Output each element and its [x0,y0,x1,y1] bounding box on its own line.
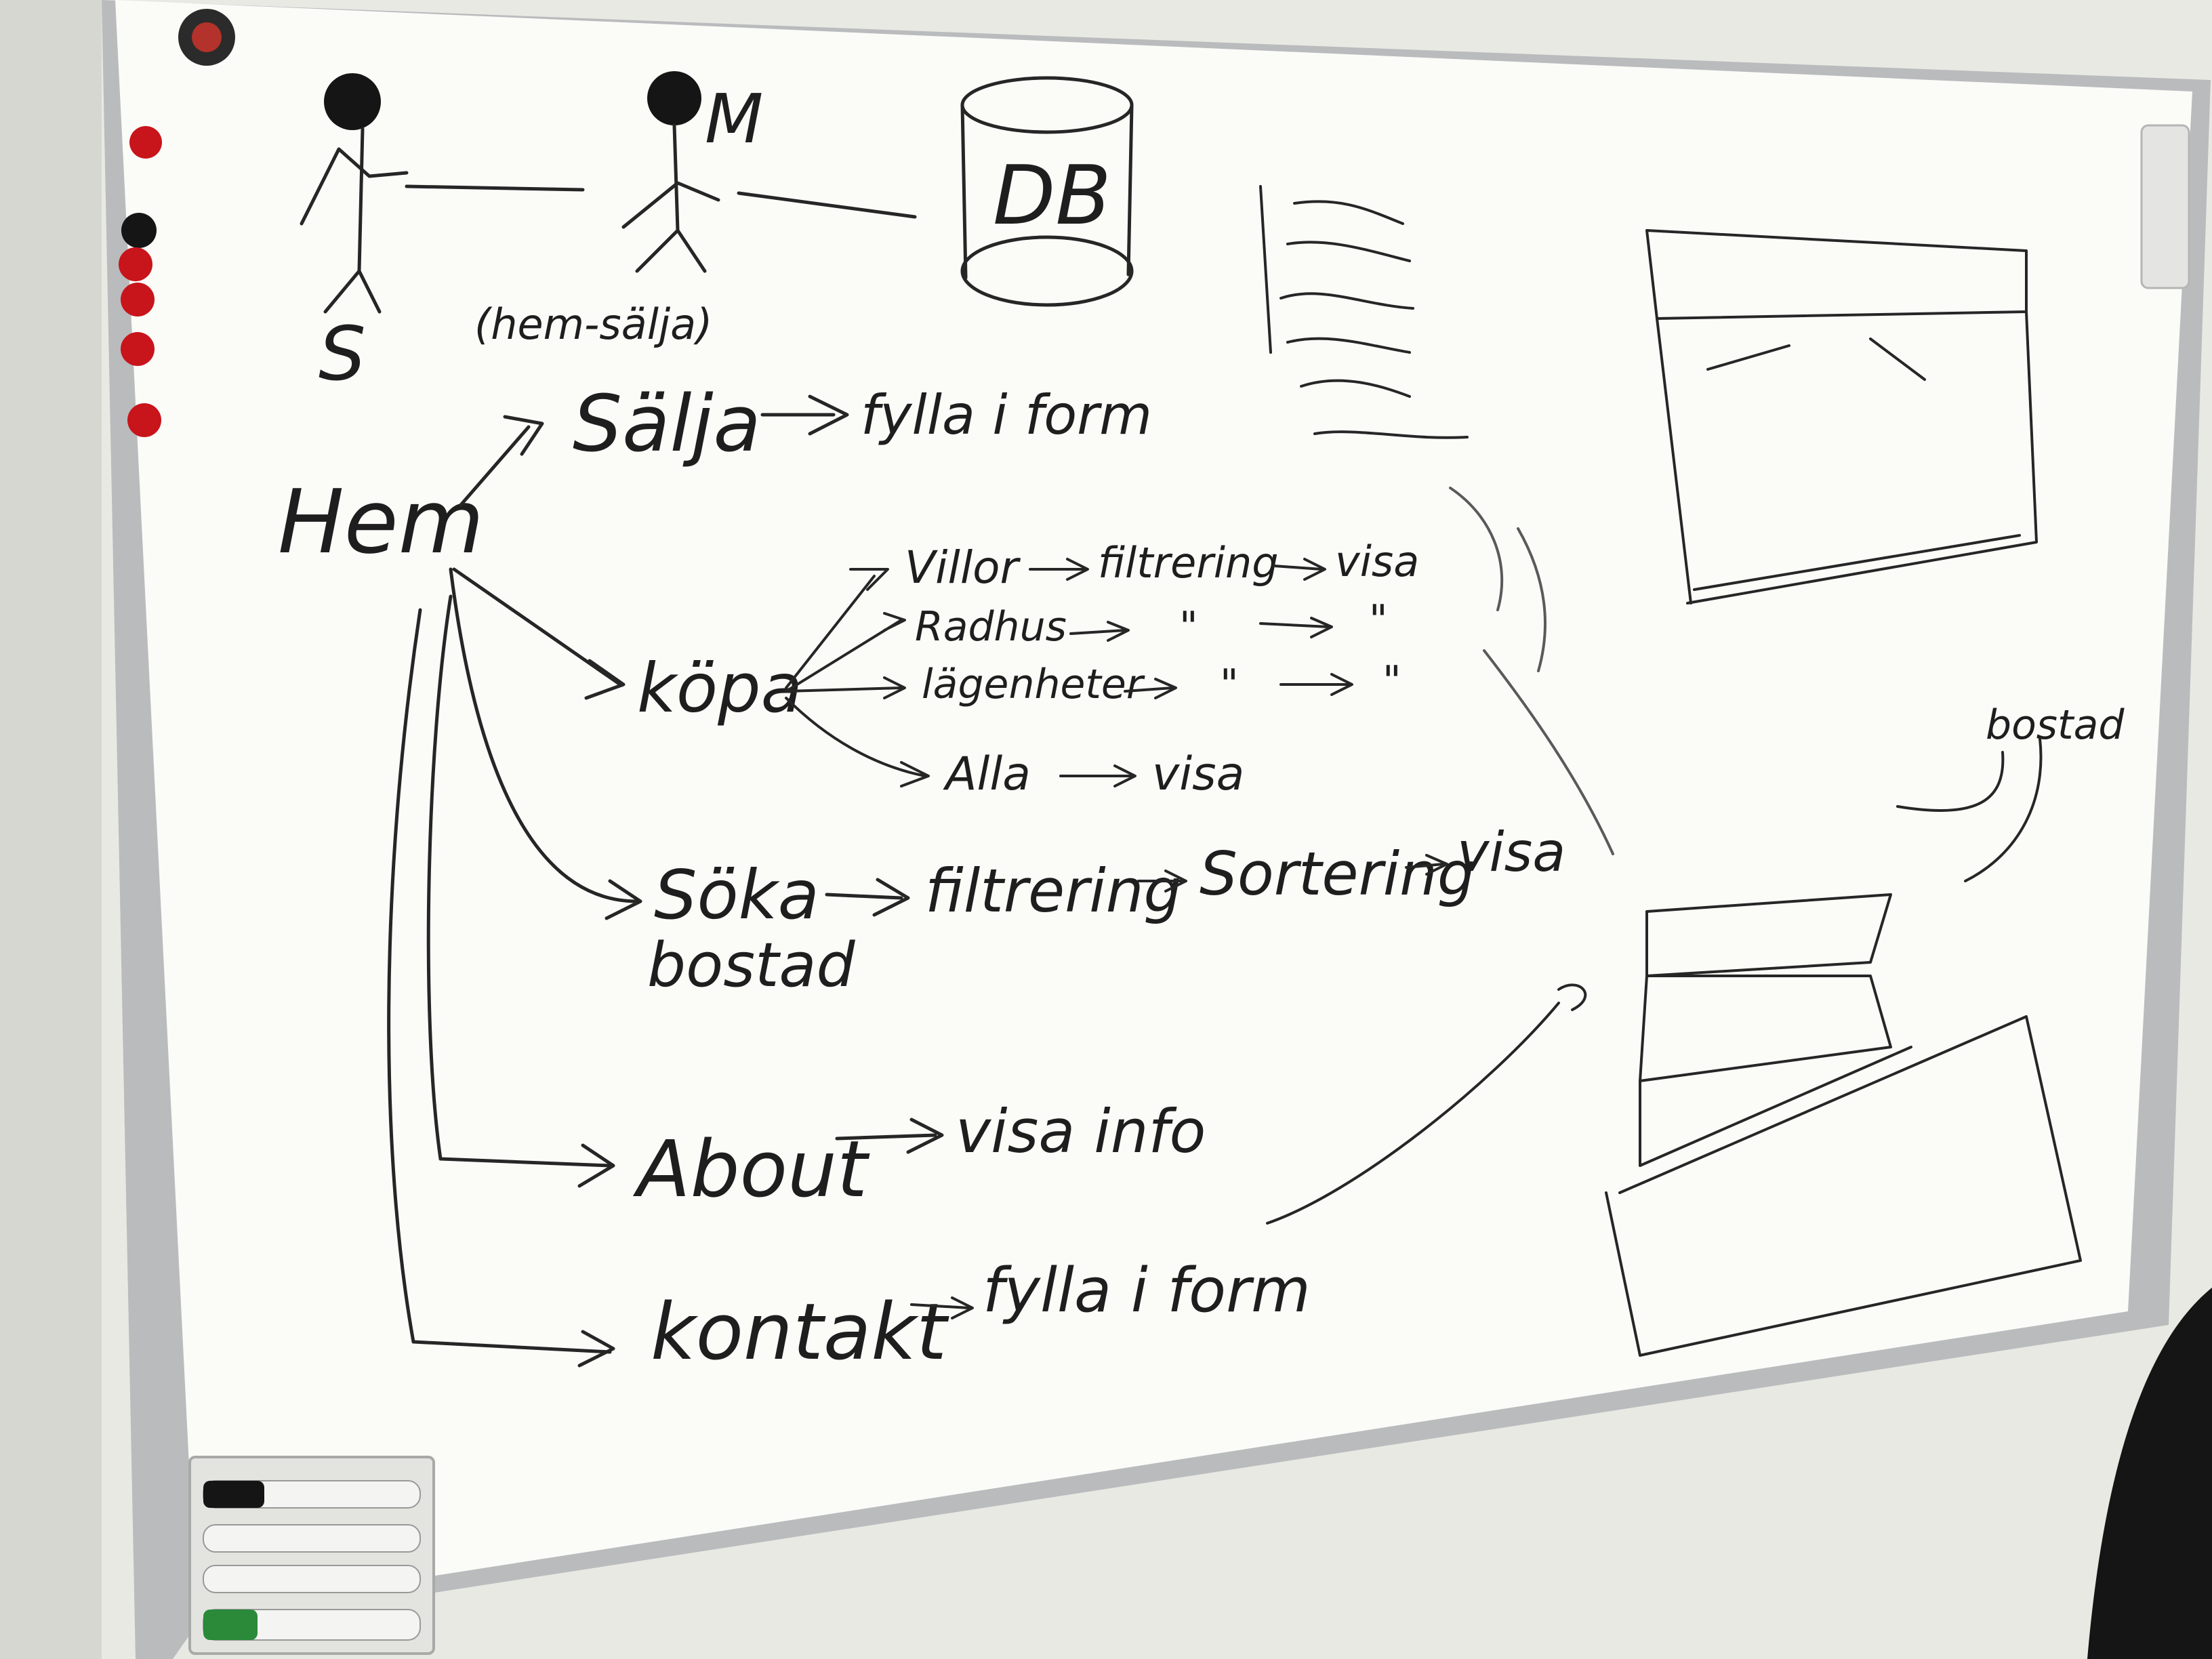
magnet-black-head [324,73,381,130]
marker-tray [188,1456,435,1655]
magnet-red [121,332,155,366]
magnets [119,9,701,437]
flow-node-soka-line2: bostad [647,930,856,1001]
soka-step2: Sortering [1200,839,1475,909]
detail-wireframe-sketch: bostad [1266,701,2125,1357]
kopa-lagenheter-step2: " [1382,657,1401,705]
flow-node-salja-next: fylla i form [861,384,1152,447]
magnet-red [129,126,162,159]
persona-label-seller: M [705,79,763,159]
database-label: DB [993,149,1111,243]
flow-node-soka-line1: Söka [654,855,819,935]
marker-cap-green [203,1610,258,1640]
kopa-item-radhus: Radhus [915,603,1067,651]
foreground-dark-object [2087,1288,2212,1659]
kopa-radhus-step1: " [1179,603,1198,651]
sketch-note: bostad [1986,701,2125,749]
magnet-red [119,247,152,281]
flow-node-kopa: köpa [637,649,802,728]
kopa-villor-step2: visa [1335,537,1419,586]
kopa-item-villor: Villor [905,541,1021,594]
magnet-black-head [647,71,701,125]
marker [203,1565,421,1593]
page-wireframe-sketch [1645,229,2038,605]
erased-marks [1449,487,1614,855]
marker-cap-black [203,1481,264,1508]
kopa-alla-step1: visa [1152,747,1244,801]
magnet-red [127,403,161,437]
soka-step3: visa [1457,821,1565,884]
kopa-radhus-step2: " [1369,596,1388,644]
persona-label-buyer: S [319,310,366,397]
kopa-item-alla: Alla [943,747,1031,801]
site-flow-diagram: Hem Sälja fylla i form köpa Villor filtr… [278,379,1565,1378]
stick-figure-seller: M (hem-sälja) [474,79,917,349]
magnet-red [121,283,155,316]
stick-figure-buyer: S [300,127,585,397]
flow-node-salja: Sälja [573,379,761,470]
kontakt-next: fylla i form [983,1255,1311,1326]
database-icon: DB [960,76,1134,307]
magnet-black [121,213,157,248]
kopa-item-lagenheter: lägenheter [922,661,1145,708]
list-wireframe-sketch [1259,185,1469,439]
wall-left-shadow [0,0,102,1659]
eraser [2140,124,2190,289]
flow-node-kontakt: kontakt [651,1287,949,1378]
kopa-villor-step1: filtrering [1098,538,1279,588]
flow-root-hem: Hem [278,470,484,573]
persona-caption-seller: (hem-sälja) [474,300,712,349]
about-next: visa info [956,1097,1206,1166]
flow-node-about: About [632,1124,870,1215]
whiteboard [102,0,2211,1659]
marker [203,1524,421,1553]
soka-step1: filtrering [925,856,1181,926]
kopa-lagenheter-step1: " [1220,661,1239,708]
whiteboard-surface [115,0,2192,1613]
